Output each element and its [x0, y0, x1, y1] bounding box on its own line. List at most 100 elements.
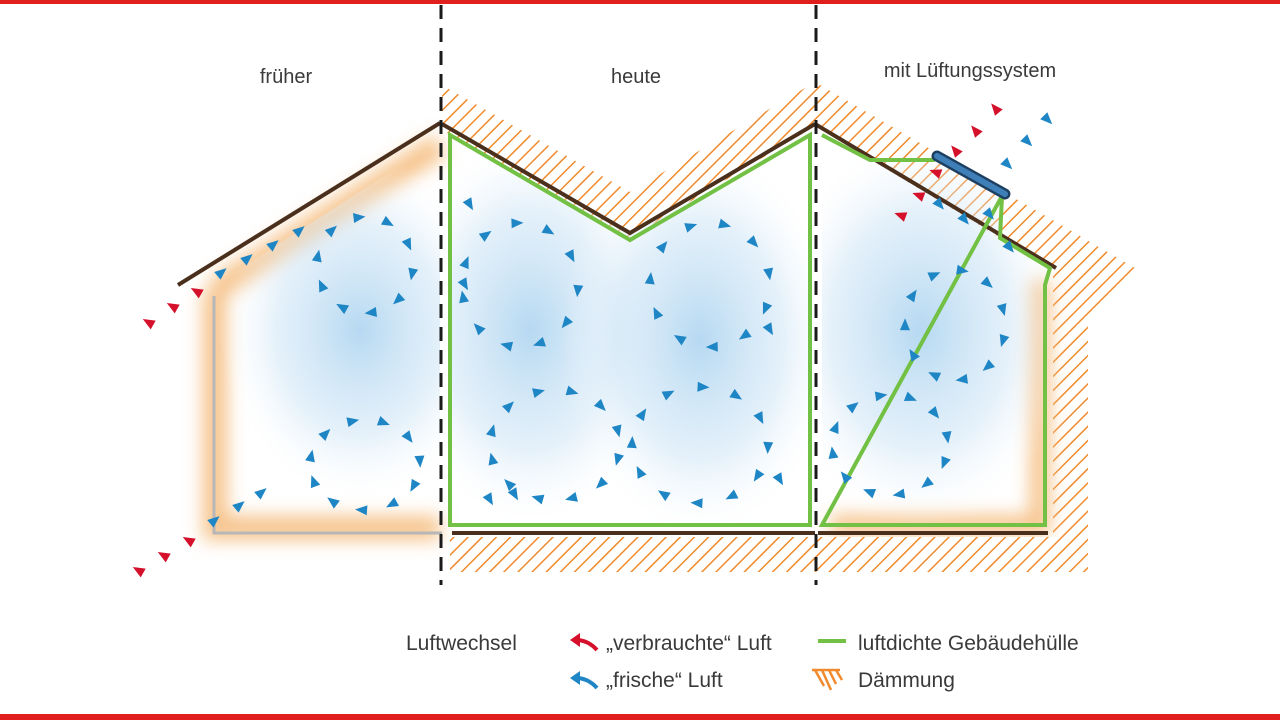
air-arrow-icon — [564, 249, 575, 263]
air-arrow-icon — [763, 267, 774, 281]
section-lueftung — [813, 82, 1135, 572]
air-arrow-icon — [142, 319, 156, 330]
air-arrow-icon — [254, 488, 267, 500]
air-arrow-icon — [386, 497, 400, 508]
air-arrow-icon — [874, 391, 888, 402]
air-arrow-icon — [840, 471, 853, 484]
air-arrow-icon — [999, 334, 1010, 347]
air-arrow-icon — [318, 279, 329, 293]
air-arrow-icon — [661, 390, 675, 401]
air-arrow-icon — [240, 254, 253, 266]
air-arrows — [457, 197, 783, 509]
air-arrow-icon — [955, 373, 968, 384]
section-frueher — [176, 121, 447, 540]
air-arrow-icon — [1000, 157, 1013, 170]
air-arrow-icon — [573, 284, 584, 298]
air-arrow-icon — [457, 277, 468, 291]
air-arrow-icon — [905, 289, 917, 303]
roof-insulation — [442, 82, 815, 238]
air-arrow-icon — [182, 537, 196, 548]
air-arrow-icon — [232, 501, 245, 513]
air-arrow-icon — [636, 465, 647, 479]
air-arrow-icon — [414, 455, 425, 468]
air-arrow-icon — [928, 372, 942, 382]
air-arrow-icon — [473, 323, 486, 336]
legend-label-fresh-air: „frische“ Luft — [606, 669, 723, 692]
old-wall-line — [212, 296, 442, 535]
air-arrow-icon — [401, 430, 413, 443]
air-arrow-icon — [561, 315, 574, 329]
air-arrow-icon — [626, 435, 637, 449]
air-arrow-icon — [971, 125, 983, 138]
section-label-heute: heute — [611, 66, 661, 88]
air-arrow-icon — [593, 398, 606, 411]
air-arrow-icon — [653, 306, 664, 320]
air-arrow-icon — [459, 290, 470, 304]
air-arrow-icon — [903, 391, 917, 401]
air-arrow-icon — [501, 401, 515, 414]
air-arrow-icon — [401, 237, 412, 251]
air-arrow-icon — [531, 494, 545, 505]
air-arrow-icon — [190, 288, 204, 299]
air-arrow-icon — [899, 318, 910, 331]
legend-label-insulation: Dämmung — [858, 669, 955, 692]
red-curved-arrow-icon — [570, 633, 599, 652]
blue-curved-arrow-icon — [570, 671, 599, 690]
air-arrow-icon — [697, 381, 710, 392]
air-arrow-icon — [595, 476, 609, 489]
airtight-envelope — [448, 131, 812, 527]
air-arrow-icon — [327, 497, 340, 509]
air-arrow-icon — [336, 303, 350, 315]
air-arrow-icon — [207, 516, 220, 528]
air-arrow-icon — [380, 215, 394, 227]
air-arrow-icon — [951, 145, 963, 158]
roof-wall-line — [813, 122, 1058, 270]
air-arrow-icon — [611, 424, 622, 438]
air-arrow-icon — [846, 402, 859, 414]
air-arrow-icon — [684, 223, 698, 233]
air-arrow-icon — [500, 341, 514, 352]
air-arrow-icon — [729, 388, 743, 400]
air-arrow-icon — [355, 505, 368, 516]
air-arrow-icon — [376, 416, 390, 426]
air-arrow-icon — [486, 424, 496, 438]
air-arrow-icon — [657, 490, 671, 502]
air-arrow-icon — [1020, 134, 1033, 147]
air-arrow-icon — [829, 421, 839, 435]
air-arrow-icon — [980, 276, 993, 288]
air-arrow-icon — [912, 192, 926, 202]
air-arrow-icon — [941, 455, 951, 469]
air-arrow-icon — [410, 478, 421, 492]
air-arrow-icon — [718, 218, 732, 229]
air-arrow-icon — [863, 489, 877, 499]
top-frame-line — [0, 0, 1280, 4]
air-arrow-icon — [324, 225, 337, 238]
bottom-frame-line — [0, 714, 1280, 720]
air-arrow-icon — [393, 292, 406, 305]
floor-insulation — [450, 537, 1088, 572]
legend-title: Luftwechsel — [406, 632, 517, 655]
air-arrows — [828, 169, 1014, 499]
air-arrow-icon — [364, 307, 377, 317]
orange-hatch-icon — [812, 668, 844, 691]
air-arrow-icon — [635, 408, 647, 422]
air-arrow-icon — [828, 446, 839, 460]
air-arrow-icon — [753, 411, 764, 425]
air-arrows — [207, 213, 425, 528]
air-arrow-icon — [353, 213, 366, 223]
section-heute — [440, 82, 817, 527]
air-arrow-icon — [644, 271, 655, 285]
air-arrow-icon — [462, 197, 473, 211]
legend: Luftwechsel „verbrauchte“ Luft „frische“… — [406, 632, 1079, 692]
air-arrow-icon — [957, 212, 969, 225]
air-arrow-icon — [565, 385, 579, 396]
air-arrow-icon — [614, 452, 624, 466]
air-arrow-icon — [266, 240, 279, 252]
air-arrow-icon — [932, 197, 944, 210]
air-arrow-icon — [408, 267, 419, 281]
air-arrow-icon — [533, 337, 546, 347]
roof-insulation — [815, 82, 1135, 572]
air-arrow-icon — [478, 230, 492, 242]
air-arrow-icon — [541, 224, 555, 235]
air-arrow-icon — [690, 498, 703, 509]
